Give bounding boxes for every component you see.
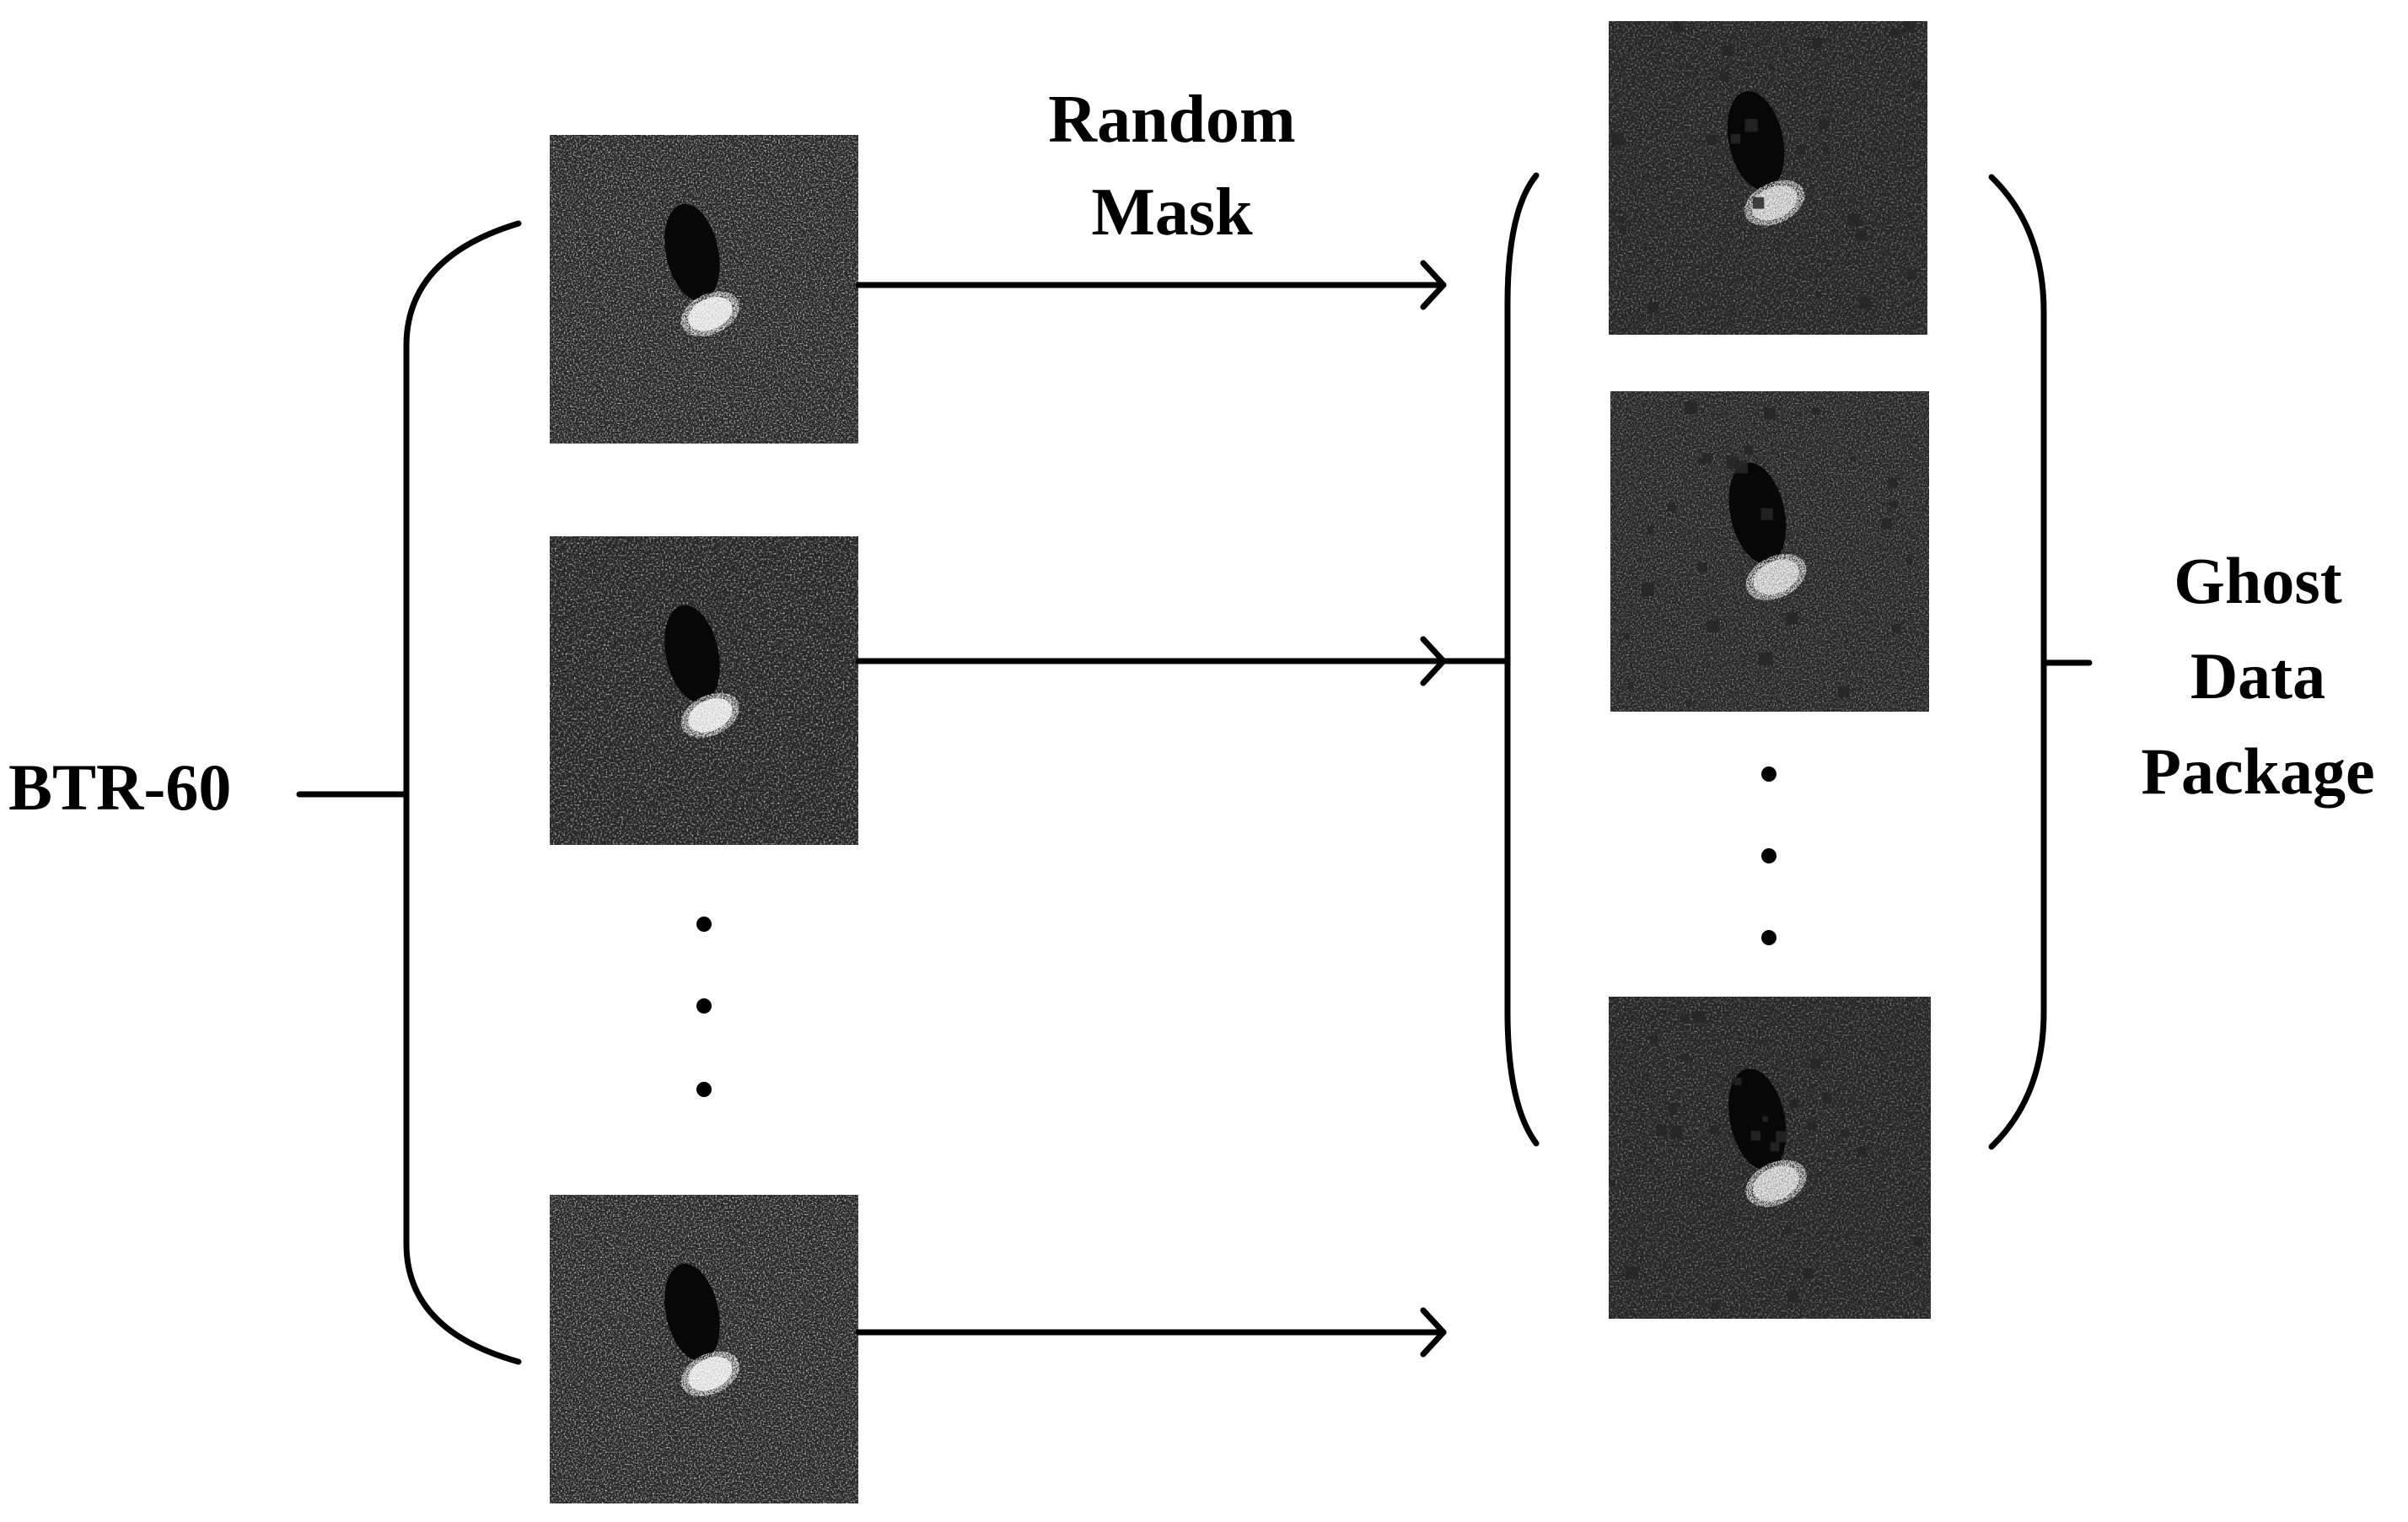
mask-block: [1685, 702, 1691, 707]
operation-label-line1: Random: [961, 86, 1383, 153]
mask-block: [1857, 1146, 1867, 1155]
mask-block: [1893, 624, 1901, 632]
mask-block: [1787, 1291, 1798, 1302]
input-ellipsis-dot-3: [696, 1082, 712, 1097]
mask-block: [1888, 478, 1897, 487]
mask-block: [1912, 81, 1920, 89]
mask-block: [1617, 216, 1624, 223]
input-image-2: [550, 536, 858, 845]
mask-block: [1890, 29, 1899, 37]
mask-block: [1808, 1121, 1817, 1131]
output-image-1: [1609, 21, 1927, 335]
mask-block: [1734, 1078, 1742, 1085]
output-label-line1: Ghost: [2108, 548, 2408, 614]
mask-block: [1723, 46, 1733, 56]
mask-block: [1762, 1116, 1768, 1122]
mask-block: [1707, 621, 1719, 632]
mask-block: [1619, 225, 1626, 233]
mask-block: [1851, 456, 1856, 461]
mask-block: [1647, 302, 1658, 313]
mask-block: [1790, 1100, 1798, 1108]
mask-block: [1669, 1105, 1678, 1114]
mask-block: [1847, 213, 1860, 226]
output-ellipsis-dot-2: [1761, 848, 1776, 863]
mask-block: [1776, 1131, 1787, 1142]
output-ellipsis-dot-3: [1761, 930, 1776, 945]
mask-block: [1744, 446, 1754, 455]
mask-block: [1720, 72, 1729, 81]
class-label: BTR-60: [8, 755, 231, 820]
mask-block: [1913, 1237, 1922, 1246]
mask-block: [1698, 562, 1707, 572]
mask-block: [1906, 270, 1916, 279]
mask-block: [1770, 1143, 1779, 1152]
mask-block: [1823, 147, 1829, 153]
input-ellipsis-dot-1: [696, 917, 712, 932]
output-ellipsis-dot-1: [1761, 766, 1776, 782]
mask-block: [1796, 145, 1806, 155]
mask-block: [1889, 501, 1897, 508]
mask-block: [1710, 1125, 1718, 1133]
mask-block: [1681, 1054, 1688, 1061]
mask-block: [1768, 64, 1773, 69]
mask-block: [1764, 408, 1776, 420]
mask-block: [1784, 1227, 1791, 1234]
mask-block: [1731, 134, 1741, 144]
mask-block: [1904, 22, 1915, 33]
mask-block: [1670, 1126, 1683, 1138]
mask-block: [1656, 175, 1661, 180]
mask-block: [1727, 456, 1739, 469]
mask-block: [1882, 519, 1892, 529]
mask-block: [1673, 22, 1683, 32]
mask-block: [1810, 1058, 1820, 1068]
mask-block: [1610, 1180, 1615, 1186]
mask-block: [1753, 197, 1765, 209]
group-close-paren: [1991, 177, 2044, 1147]
mask-block: [1685, 401, 1697, 414]
mask-block: [1803, 1269, 1814, 1279]
mask-block: [1841, 1130, 1847, 1137]
mask-block: [1628, 683, 1633, 688]
mask-block: [1711, 1303, 1718, 1310]
mask-block: [1680, 1014, 1689, 1022]
mask-block: [1822, 1094, 1832, 1104]
mask-block: [1610, 210, 1615, 215]
mask-block: [1650, 1035, 1658, 1044]
operation-label-line2: Mask: [961, 179, 1383, 246]
mask-block: [1744, 119, 1757, 132]
mask-block: [1906, 558, 1912, 564]
mask-block: [1702, 454, 1712, 464]
output-label-line2: Data: [2108, 643, 2408, 709]
mask-block: [1819, 120, 1829, 130]
mask-block: [1624, 633, 1630, 639]
mask-block: [1656, 1125, 1667, 1136]
mask-block: [1786, 612, 1798, 624]
mask-block: [1692, 1011, 1704, 1023]
mask-block: [1859, 298, 1871, 309]
mask-block: [1812, 38, 1822, 48]
input-image-1: [550, 135, 858, 444]
mask-block: [1642, 584, 1654, 596]
mask-block: [1761, 508, 1773, 520]
mask-block: [1838, 686, 1850, 698]
mask-block: [1626, 1267, 1638, 1279]
mask-block: [1816, 292, 1821, 297]
mask-block: [1668, 503, 1675, 511]
group-open-paren: [1508, 175, 1536, 1143]
left-bracket: [406, 223, 519, 1362]
mask-block: [1611, 133, 1624, 146]
input-ellipsis-dot-2: [696, 998, 712, 1014]
mask-block: [1647, 526, 1653, 533]
mask-block: [1751, 1131, 1761, 1141]
mask-block: [1759, 652, 1772, 665]
output-image-3: [1609, 997, 1931, 1319]
output-image-2: [1610, 391, 1929, 712]
output-label-line3: Package: [2108, 739, 2408, 804]
mask-block: [1707, 135, 1717, 145]
mask-block: [1856, 230, 1867, 241]
mask-block: [1812, 407, 1819, 414]
input-image-3: [550, 1195, 858, 1503]
